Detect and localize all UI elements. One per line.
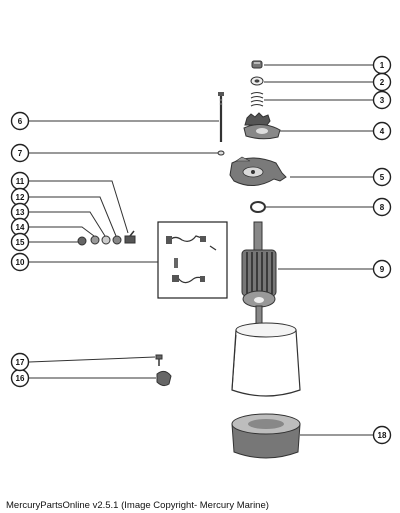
callout-3: 3 [372, 90, 392, 110]
callout-label: 6 [18, 117, 23, 126]
callout-label: 1 [380, 61, 385, 70]
callout-label: 3 [380, 96, 385, 105]
starter-frame-housing [231, 322, 301, 397]
part-1-nut[interactable] [251, 60, 263, 69]
callout-label: 12 [16, 193, 25, 202]
part-11-terminal-bolt[interactable] [124, 230, 136, 244]
part-7-washer[interactable] [217, 150, 225, 156]
callout-4: 4 [372, 121, 392, 141]
part-17-screw[interactable] [155, 354, 163, 366]
part-15-nut[interactable] [77, 236, 87, 246]
callout-label: 2 [380, 78, 385, 87]
callout-label: 11 [16, 177, 25, 186]
callout-2: 2 [372, 72, 392, 92]
callout-label: 13 [16, 208, 25, 217]
part-14-lockwasher[interactable] [90, 235, 100, 245]
callout-1: 1 [372, 55, 392, 75]
part-8-o-ring[interactable] [250, 201, 266, 213]
callout-17: 17 [10, 352, 30, 372]
callout-label: 16 [16, 374, 25, 383]
callout-10: 10 [10, 252, 30, 272]
callout-label: 5 [380, 173, 385, 182]
part-3-spring[interactable] [250, 92, 264, 107]
part-10-brush-kit[interactable] [157, 221, 228, 299]
callout-8: 8 [372, 197, 392, 217]
part-9-armature[interactable] [241, 221, 277, 327]
callout-15: 15 [10, 232, 30, 252]
part-4-drive-gear[interactable] [243, 112, 281, 140]
callout-label: 8 [380, 203, 385, 212]
leader-lines [28, 64, 373, 436]
part-5-upper-end-cap[interactable] [229, 156, 287, 186]
callout-label: 15 [16, 238, 25, 247]
callout-label: 14 [16, 223, 25, 232]
callout-label: 9 [380, 265, 385, 274]
callout-5: 5 [372, 167, 392, 187]
part-16-bracket[interactable] [156, 370, 172, 387]
callout-18: 18 [372, 425, 392, 445]
callout-11: 11 [10, 171, 30, 191]
part-18-lower-end-cap[interactable] [231, 413, 301, 459]
part-12-insulator[interactable] [112, 235, 122, 245]
callout-label: 4 [380, 127, 385, 136]
callout-6: 6 [10, 111, 30, 131]
callout-label: 10 [16, 258, 25, 267]
part-13-washer[interactable] [101, 235, 111, 245]
callout-16: 16 [10, 368, 30, 388]
part-6-through-bolt[interactable] [218, 92, 224, 142]
callout-label: 17 [16, 358, 25, 367]
part-2-washer[interactable] [250, 76, 264, 86]
callout-label: 18 [378, 431, 387, 440]
callout-9: 9 [372, 259, 392, 279]
callout-7: 7 [10, 143, 30, 163]
callout-label: 7 [18, 149, 23, 158]
copyright-caption: MercuryPartsOnline v2.5.1 (Image Copyrig… [6, 500, 269, 511]
